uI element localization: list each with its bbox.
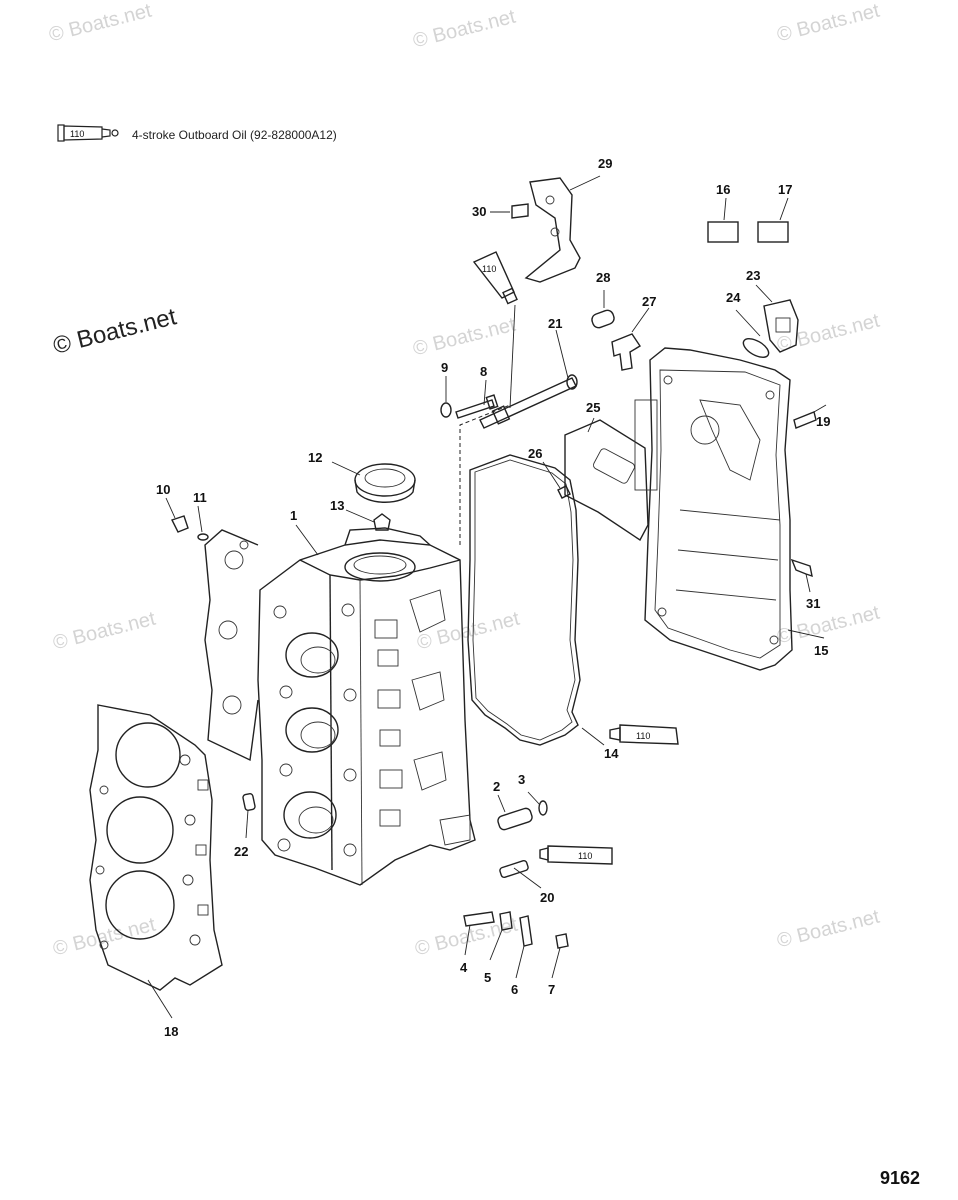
callout-31: 31 <box>806 596 820 611</box>
callout-16: 16 <box>716 182 730 197</box>
rocker-cover-gasket <box>467 454 581 746</box>
callout-4: 4 <box>460 960 468 975</box>
head-gasket <box>89 704 223 991</box>
callout-26: 26 <box>528 446 542 461</box>
plug <box>373 513 391 531</box>
callout-18: 18 <box>164 1024 178 1039</box>
oil-seal <box>354 463 416 503</box>
stud-20 <box>499 859 529 879</box>
bracket <box>524 177 581 283</box>
lubricant-tube-icon: 110 <box>609 724 679 745</box>
callout-21: 21 <box>548 316 562 331</box>
callout-28: 28 <box>596 270 610 285</box>
clip <box>790 558 813 578</box>
callout-23: 23 <box>746 268 760 283</box>
o-ring-3 <box>538 800 548 816</box>
callout-7: 7 <box>548 982 555 997</box>
callout-25: 25 <box>586 400 600 415</box>
callout-12: 12 <box>308 450 322 465</box>
callout-6: 6 <box>511 982 518 997</box>
callout-24: 24 <box>726 290 741 305</box>
callout-10: 10 <box>156 482 170 497</box>
bolt-8 <box>455 399 495 419</box>
callout-9: 9 <box>441 360 448 375</box>
callout-1: 1 <box>290 508 297 523</box>
callout-11: 11 <box>193 490 207 505</box>
callout-22: 22 <box>234 844 248 859</box>
callout-27: 27 <box>642 294 656 309</box>
cover-plate <box>564 419 649 542</box>
washer-11 <box>197 533 209 541</box>
bolt-30 <box>511 203 529 219</box>
legend-tube-label: 110 <box>70 129 84 139</box>
lubricant-tube-icon: 110 <box>472 251 518 305</box>
sensor <box>763 299 799 353</box>
block-16 <box>707 221 739 243</box>
tube-2 <box>497 807 533 831</box>
sleeve-28 <box>591 309 615 329</box>
leader-lines <box>147 175 827 1019</box>
callout-8: 8 <box>480 364 487 379</box>
shaft <box>479 304 578 429</box>
bolt-4 <box>463 911 495 927</box>
callout-30: 30 <box>472 204 486 219</box>
callout-labels: 1 2 3 4 5 6 7 8 9 10 11 12 13 14 15 16 1… <box>156 156 830 1039</box>
clip-6 <box>519 915 533 947</box>
bolt-19 <box>793 411 817 429</box>
svg-text:110: 110 <box>636 731 650 741</box>
callout-29: 29 <box>598 156 612 171</box>
lubricant-tube-icon: 110 <box>539 845 613 865</box>
svg-text:110: 110 <box>578 851 592 861</box>
svg-text:110: 110 <box>482 264 496 274</box>
bolt-26 <box>557 485 571 499</box>
diagram-number: 9162 <box>880 1168 921 1188</box>
washer-9 <box>440 402 452 418</box>
bolt-10 <box>171 515 189 533</box>
cylinder-head <box>204 527 476 886</box>
elbow-fitting <box>611 333 641 371</box>
callout-3: 3 <box>518 772 525 787</box>
screw-7 <box>555 933 569 949</box>
o-ring <box>742 338 770 358</box>
callout-17: 17 <box>778 182 792 197</box>
callout-2: 2 <box>493 779 500 794</box>
callout-13: 13 <box>330 498 344 513</box>
rocker-cover <box>634 347 793 671</box>
assembly-line <box>459 404 511 545</box>
legend-text: 4-stroke Outboard Oil (92-828000A12) <box>132 128 337 142</box>
callout-5: 5 <box>484 970 491 985</box>
dowel-pin <box>242 792 256 812</box>
lubricant-tube-icon: 110 <box>57 124 119 142</box>
callout-14: 14 <box>604 746 619 761</box>
block-17 <box>757 221 789 243</box>
callout-15: 15 <box>814 643 828 658</box>
washer-5 <box>499 911 513 931</box>
callout-20: 20 <box>540 890 554 905</box>
callout-19: 19 <box>816 414 830 429</box>
